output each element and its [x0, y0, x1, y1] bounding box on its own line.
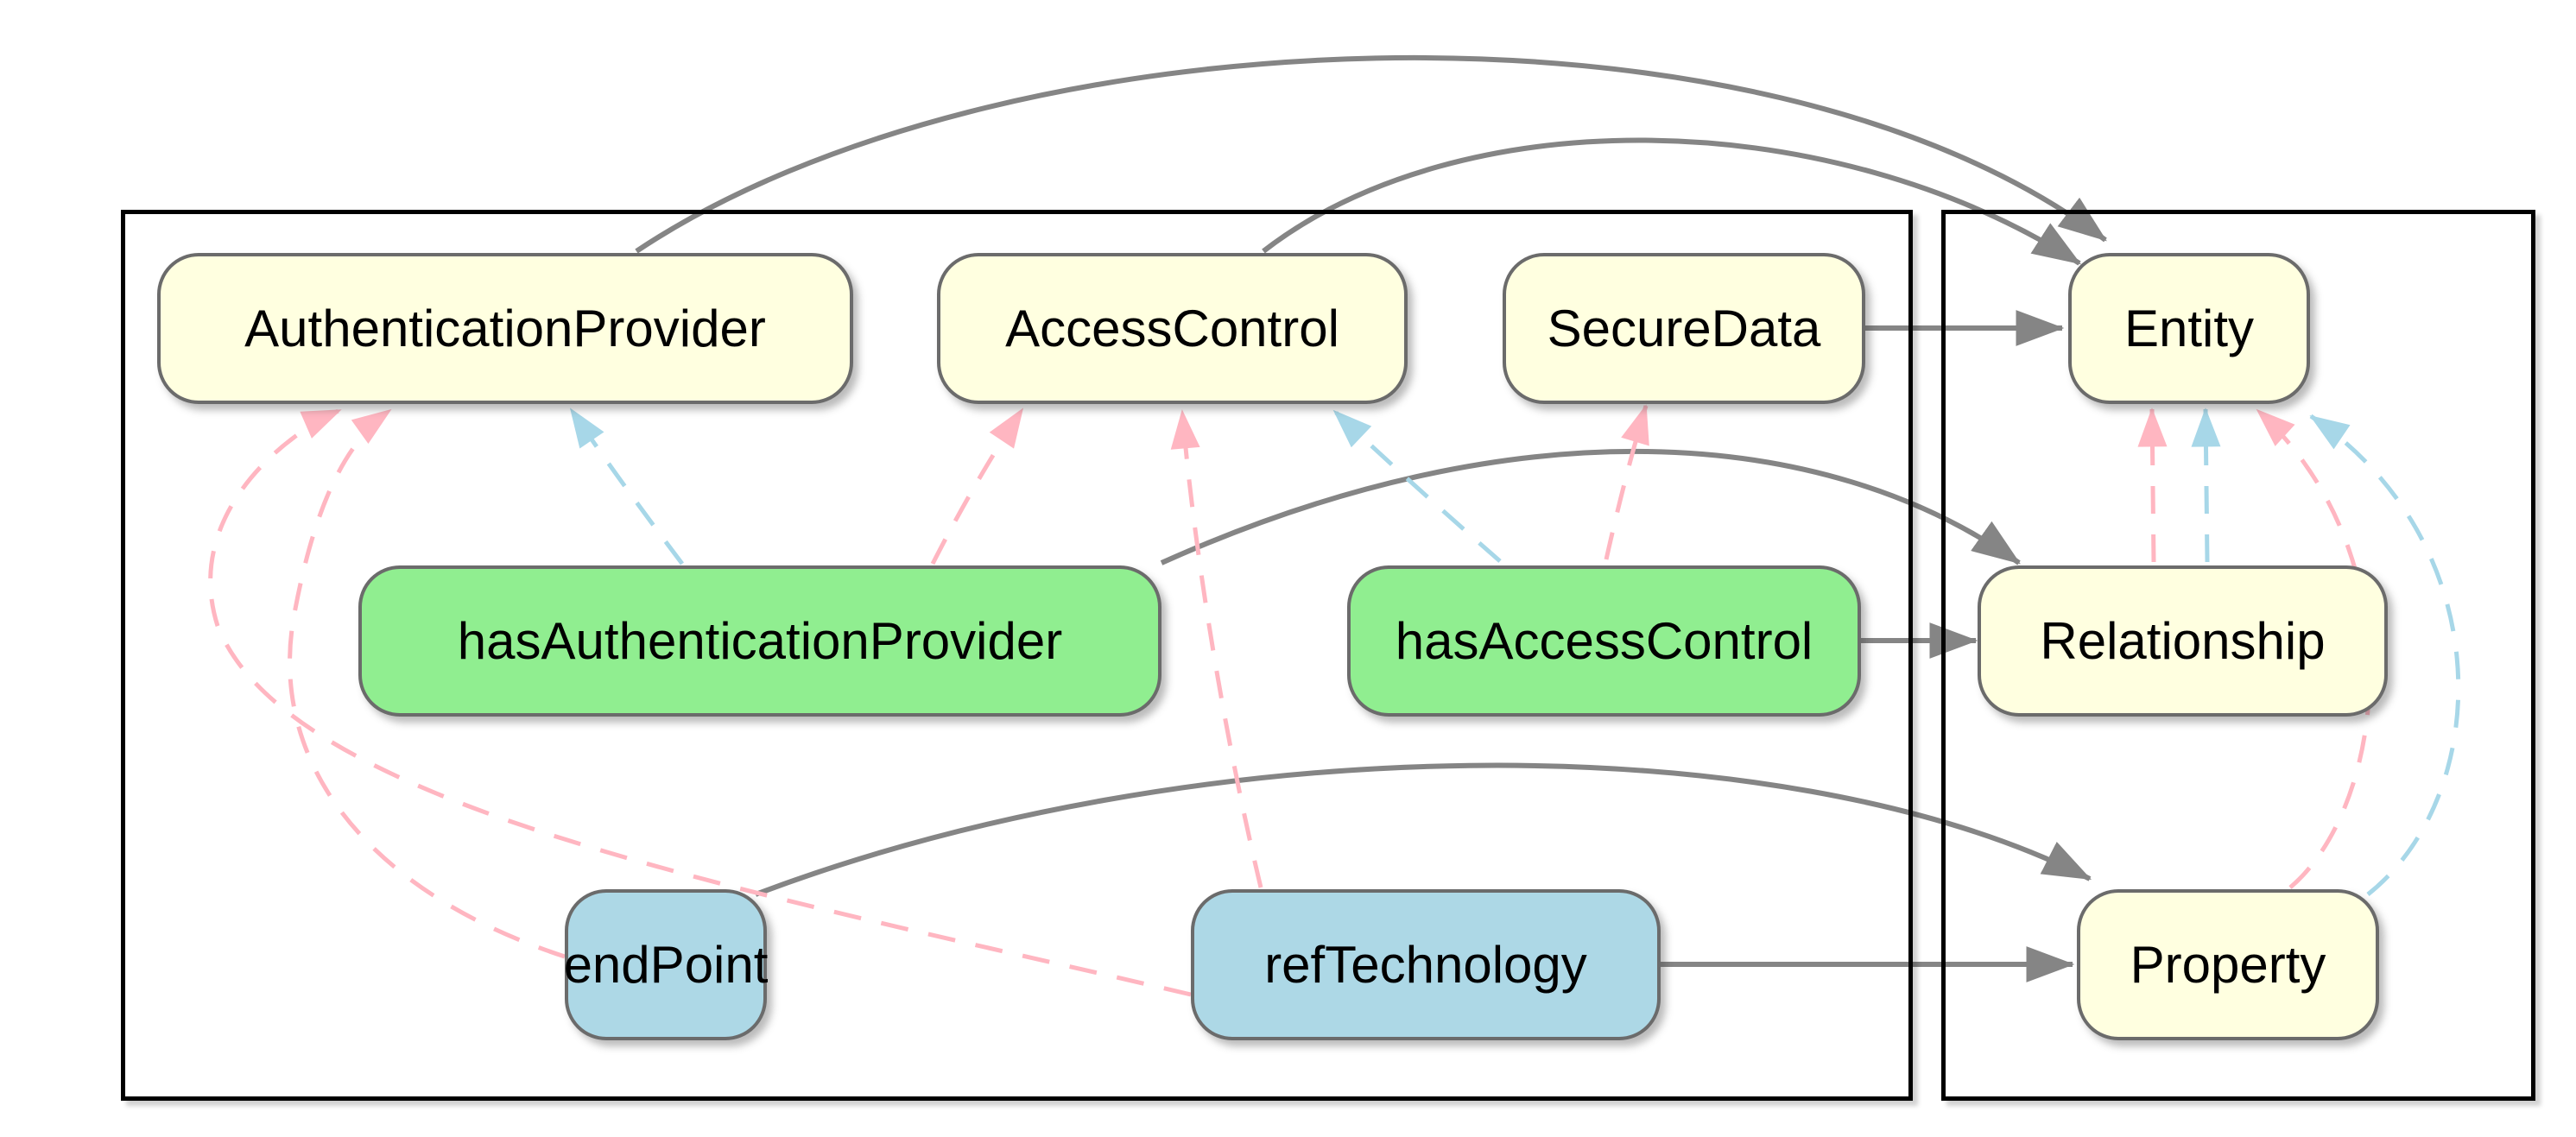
node-ref-technology: refTechnology	[1191, 889, 1661, 1040]
edge-Property-Entity	[2256, 408, 2372, 889]
node-entity: Entity	[2068, 253, 2310, 404]
edge-hasAuthenticationProvider-AuthenticationProvider	[568, 407, 684, 565]
cluster-metamodel-box	[1941, 210, 2535, 1101]
node-authentication-provider: AuthenticationProvider	[157, 253, 853, 404]
node-has-authentication-provider-label: hasAuthenticationProvider	[457, 612, 1063, 670]
edge-endPoint-AuthenticationProvider	[288, 407, 566, 959]
node-authentication-provider-label: AuthenticationProvider	[244, 300, 766, 357]
node-end-point: endPoint	[563, 889, 769, 1040]
node-entity-label: Entity	[2123, 300, 2255, 357]
node-relationship-label: Relationship	[2040, 612, 2326, 670]
edge-hasAccessControl-AccessControl	[1332, 409, 1502, 563]
edge-Relationship-Entity	[2137, 407, 2168, 563]
node-has-access-control: hasAccessControl	[1347, 565, 1861, 717]
node-property: Property	[2077, 889, 2379, 1040]
edge-endPoint-Property	[754, 762, 2092, 897]
cluster-ontology-box	[121, 210, 1913, 1101]
node-ref-technology-label: refTechnology	[1264, 936, 1587, 994]
node-access-control-label: AccessControl	[1005, 300, 1339, 357]
edge-hasAccessControl-SecureData	[1604, 404, 1649, 560]
node-secure-data-label: SecureData	[1547, 300, 1821, 357]
edge-refTechnology-AuthenticationProvider	[208, 407, 1192, 997]
edge-AuthenticationProvider-Entity	[635, 54, 2107, 254]
node-access-control: AccessControl	[937, 253, 1408, 404]
edge-refTechnology-AccessControl	[1170, 409, 1263, 888]
node-secure-data: SecureData	[1503, 253, 1865, 404]
edge-AccessControl-Entity	[1262, 137, 2081, 266]
node-has-access-control-label: hasAccessControl	[1395, 612, 1813, 670]
edge-Property-Entity	[2309, 414, 2461, 896]
node-end-point-label: endPoint	[563, 936, 769, 994]
node-relationship: Relationship	[1978, 565, 2388, 717]
edge-hasAuthenticationProvider-Relationship	[1160, 448, 2021, 565]
edge-Relationship-Entity	[2191, 407, 2221, 563]
node-property-label: Property	[2130, 936, 2326, 994]
node-has-authentication-provider: hasAuthenticationProvider	[358, 565, 1161, 717]
edge-hasAuthenticationProvider-AccessControl	[930, 407, 1025, 565]
